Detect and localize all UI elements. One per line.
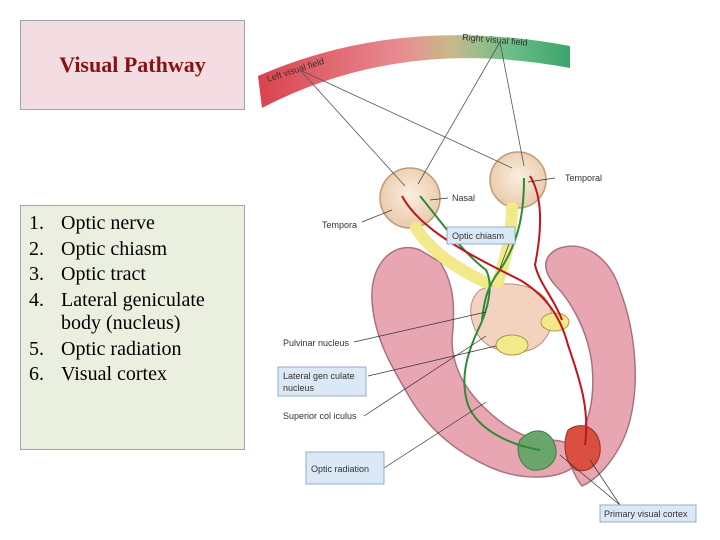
midbrain [470,283,553,353]
left-lateral-geniculate-nucleus [495,334,529,356]
lgn-label-line2: nucleus [283,383,315,393]
list-item: 3. Optic tract [29,263,240,287]
list-item: 5. Optic radiation [29,338,240,362]
right-lateral-geniculate-nucleus [540,312,570,332]
callout-line [527,177,556,183]
temporal-right-label: Temporal [565,173,602,183]
pathway-list: 1. Optic nerve 2. Optic chiasm 3. Optic tra… [29,212,240,389]
callout-line [361,209,393,223]
list-text: Optic nerve [61,212,155,234]
list-text: Optic chiasm [61,237,168,260]
list-text: Visual cortex [61,363,167,385]
title-box: Visual Pathway [20,20,245,110]
red-pathway [401,195,588,446]
right-hemisphere [545,245,636,487]
optic-radiation-label-box [305,451,385,485]
left-eye [379,167,441,229]
list-text: Lateral geniculate body (nucleus) [61,288,205,335]
red-pathway-2 [529,175,563,321]
callout-line [559,454,621,506]
pulvinar-nucleus-label: Pulvinar nucleus [283,338,350,348]
callout-line [383,401,487,469]
callout-line [353,311,487,343]
right-visual-cortex [564,425,601,472]
primary-visual-cortex-label-box [599,504,697,523]
ray [499,41,525,167]
callout-line [429,197,449,201]
list-text: Optic radiation [61,337,182,360]
optic-chiasm-label: Optic chiasm [452,231,504,241]
optic-chiasm-label-box [446,226,516,245]
list-text: Optic tract [61,263,146,285]
list-number: 4. [29,288,44,311]
primary-visual-cortex-label: Primary visual cortex [604,509,688,519]
list-number: 6. [29,363,44,385]
lgn-label-box [277,366,367,397]
callout-line [589,459,621,506]
callout-line [367,345,497,377]
list-number: 2. [29,237,44,260]
list-item: 4. Lateral geniculate body (nucleus) [29,289,240,336]
left-hemisphere [371,246,578,478]
left-visual-cortex [517,430,557,471]
ray [299,69,513,169]
lgn-label-line1: Lateral gen culate [283,371,355,381]
list-item: 2. Optic chiasm [29,238,240,262]
list-item: 6. Visual cortex [29,363,240,387]
ray [299,69,406,187]
pathway-list-box: 1. Optic nerve 2. Optic chiasm 3. Optic tra… [20,205,245,450]
optic-radiation-label: Optic radiation [311,464,369,474]
list-item: 1. Optic nerve [29,212,240,236]
ray [417,41,501,185]
visual-field-arc [258,35,570,108]
temporal-left-label: Tempora [322,220,357,230]
superior-colliculus-label: Superior col iculus [283,411,357,421]
slide-title: Visual Pathway [59,52,206,77]
callout-line [363,335,487,417]
left-optic-nerve [410,222,491,288]
list-number: 3. [29,263,44,285]
nasal-label: Nasal [452,193,475,203]
list-number: 1. [29,212,44,234]
list-number: 5. [29,337,44,360]
